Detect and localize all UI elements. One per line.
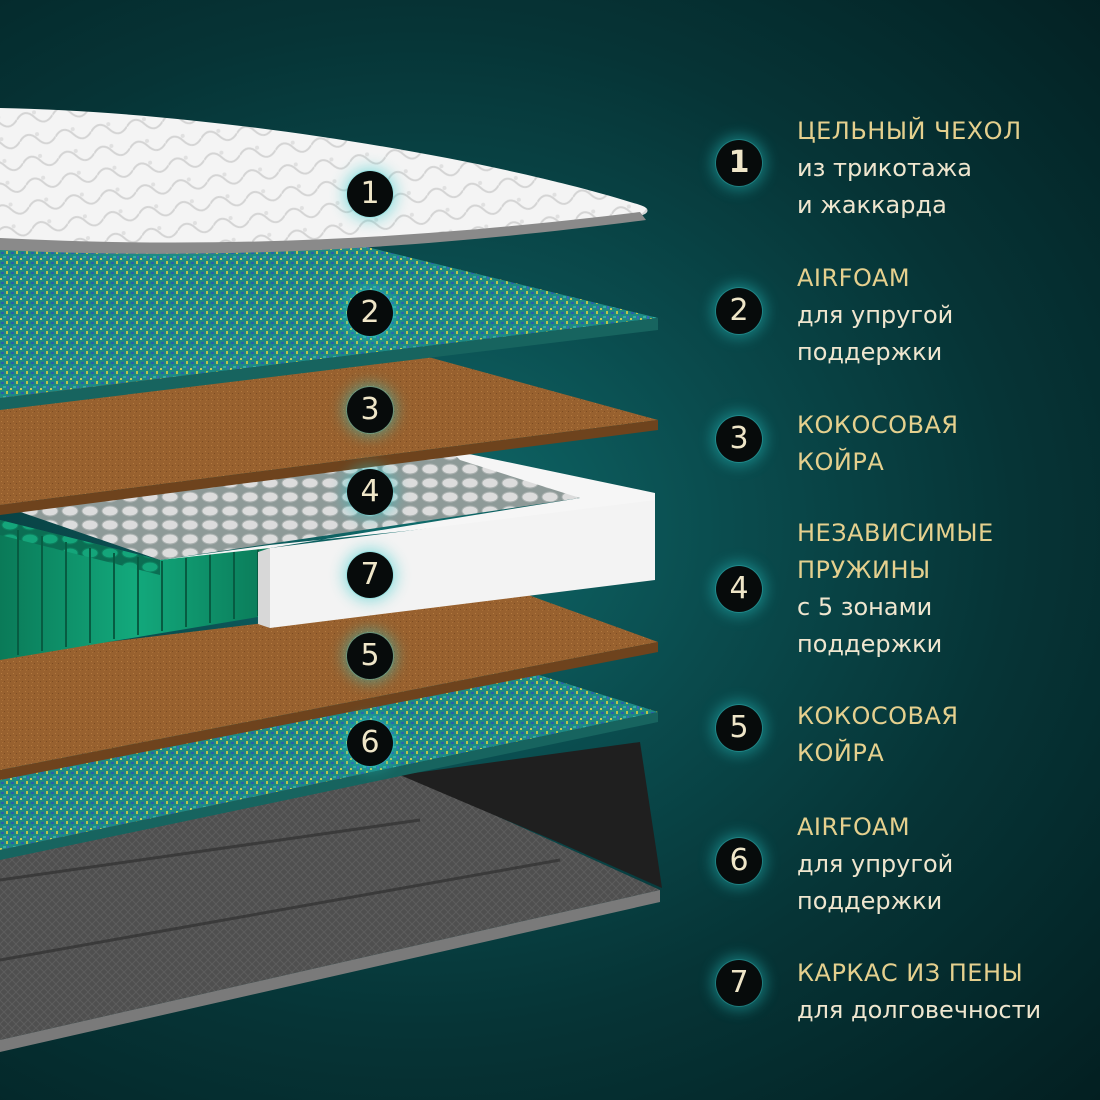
layer-marker-5: 5 [347, 633, 393, 679]
layer-marker-6: 6 [347, 720, 393, 766]
legend-number-6: 6 [716, 838, 762, 884]
legend-item-4: НЕЗАВИСИМЫЕ ПРУЖИНЫ с 5 зонами поддержки [797, 515, 1087, 663]
legend-title-5: КОКОСОВАЯ КОЙРА [797, 702, 959, 767]
layer-2-airfoam [0, 238, 658, 410]
layer-1-cover [0, 108, 648, 254]
legend-item-1: ЦЕЛЬНЫЙ ЧЕХОЛ из трикотажа и жаккарда [797, 113, 1087, 224]
layer-marker-7: 7 [347, 552, 393, 598]
layer-3-coconut-coir [0, 352, 658, 515]
layer-marker-2: 2 [347, 290, 393, 336]
legend-title-3: КОКОСОВАЯ КОЙРА [797, 411, 959, 476]
legend-number-2: 2 [716, 288, 762, 334]
legend-title-6: AIRFOAM [797, 813, 911, 841]
legend-subtitle-4: с 5 зонами поддержки [797, 593, 943, 658]
legend-number-4: 4 [716, 566, 762, 612]
legend-subtitle-1: из трикотажа и жаккарда [797, 154, 972, 219]
legend-subtitle-2: для упругой поддержки [797, 301, 954, 366]
legend-item-2: AIRFOAM для упругой поддержки [797, 260, 1087, 371]
layer-marker-1: 1 [347, 171, 393, 217]
legend-number-3: 3 [716, 416, 762, 462]
legend-item-6: AIRFOAM для упругой поддержки [797, 809, 1087, 920]
legend-item-3: КОКОСОВАЯ КОЙРА [797, 407, 1087, 481]
legend-subtitle-6: для упругой поддержки [797, 850, 954, 915]
legend-title-7: КАРКАС ИЗ ПЕНЫ [797, 959, 1024, 987]
legend-number-1: 1 [716, 140, 762, 186]
legend-number-7: 7 [716, 960, 762, 1006]
legend-subtitle-7: для долговечности [797, 996, 1042, 1024]
legend-title-1: ЦЕЛЬНЫЙ ЧЕХОЛ [797, 117, 1022, 145]
legend-item-5: КОКОСОВАЯ КОЙРА [797, 698, 1087, 772]
legend-title-2: AIRFOAM [797, 264, 911, 292]
legend-title-4: НЕЗАВИСИМЫЕ ПРУЖИНЫ [797, 519, 994, 584]
layer-marker-4: 4 [347, 469, 393, 515]
layer-5-coconut-coir [0, 592, 658, 780]
layer-marker-3: 3 [347, 387, 393, 433]
base-mattress-body [0, 742, 662, 1052]
legend-item-7: КАРКАС ИЗ ПЕНЫ для долговечности [797, 955, 1087, 1029]
legend-number-5: 5 [716, 705, 762, 751]
